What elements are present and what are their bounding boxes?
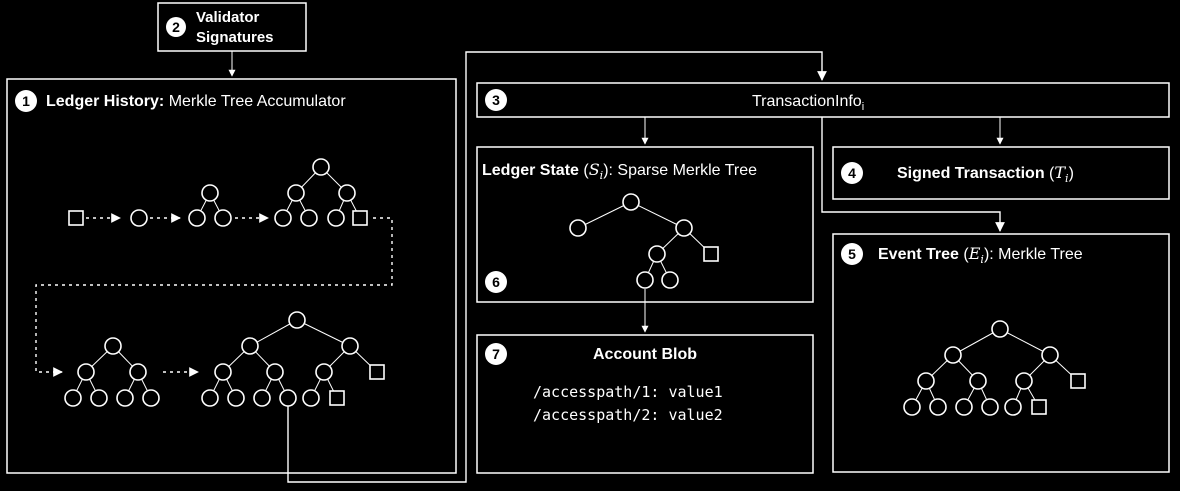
badge-3 <box>485 89 507 111</box>
event-tree-box: 5 Event Tree (Ei): Merkle Tree <box>832 233 1170 473</box>
leaf-to-transactioninfo-arrow <box>287 51 827 483</box>
accumulator-tree-5 <box>201 311 385 407</box>
ledger-history-title: Ledger History: Merkle Tree Accumulator <box>46 93 346 110</box>
account-blob-line-1: /accesspath/1: value1 <box>533 383 723 401</box>
badge-2-number: 2 <box>172 19 180 35</box>
event-merkle-tree <box>903 320 1086 416</box>
ledger-state-box: Ledger State (Si): Sparse Merkle Tree 6 <box>476 146 814 303</box>
accumulator-tree-4 <box>64 337 160 407</box>
badge-1 <box>15 90 37 112</box>
validator-label-line2: Signatures <box>196 29 274 46</box>
account-blob-box: 7 Account Blob /accesspath/1: value1 /ac… <box>476 334 814 474</box>
accumulator-tree-3 <box>274 158 368 227</box>
badge-2 <box>166 17 186 37</box>
arrow-to-event-tree <box>821 117 1005 232</box>
badge-6-number: 6 <box>492 274 500 290</box>
badge-5 <box>841 243 863 265</box>
signed-transaction-label: Signed Transaction (Ti) <box>897 163 1074 185</box>
account-blob-line-2: /accesspath/2: value2 <box>533 406 723 424</box>
validator-label-line1: Validator <box>196 9 260 26</box>
ledger-history-box: 1 Ledger History: Merkle Tree Accumulato… <box>6 78 457 474</box>
signed-transaction-box: 4 Signed Transaction (Ti) <box>832 146 1170 200</box>
badge-1-number: 1 <box>22 93 30 109</box>
transaction-info-box: 3 TransactionInfoi <box>476 82 1170 118</box>
accumulator-tree-2 <box>188 184 232 227</box>
accumulator-single-node <box>130 209 148 227</box>
event-tree-title: Event Tree (Ei): Merkle Tree <box>878 244 1083 266</box>
accumulator-leaf-square <box>68 210 84 226</box>
sparse-merkle-tree <box>569 193 719 289</box>
badge-4 <box>841 162 863 184</box>
badge-5-number: 5 <box>848 246 856 262</box>
account-blob-title: Account Blob <box>593 346 697 363</box>
validator-signatures-box: 2 Validator Signatures <box>157 2 307 52</box>
badge-3-number: 3 <box>492 92 500 108</box>
badge-6 <box>485 271 507 293</box>
badge-4-number: 4 <box>848 165 856 181</box>
badge-7 <box>485 343 507 365</box>
ledger-state-title: Ledger State (Si): Sparse Merkle Tree <box>482 160 757 182</box>
badge-7-number: 7 <box>492 346 500 362</box>
transaction-info-label: TransactionInfoi <box>752 93 864 113</box>
